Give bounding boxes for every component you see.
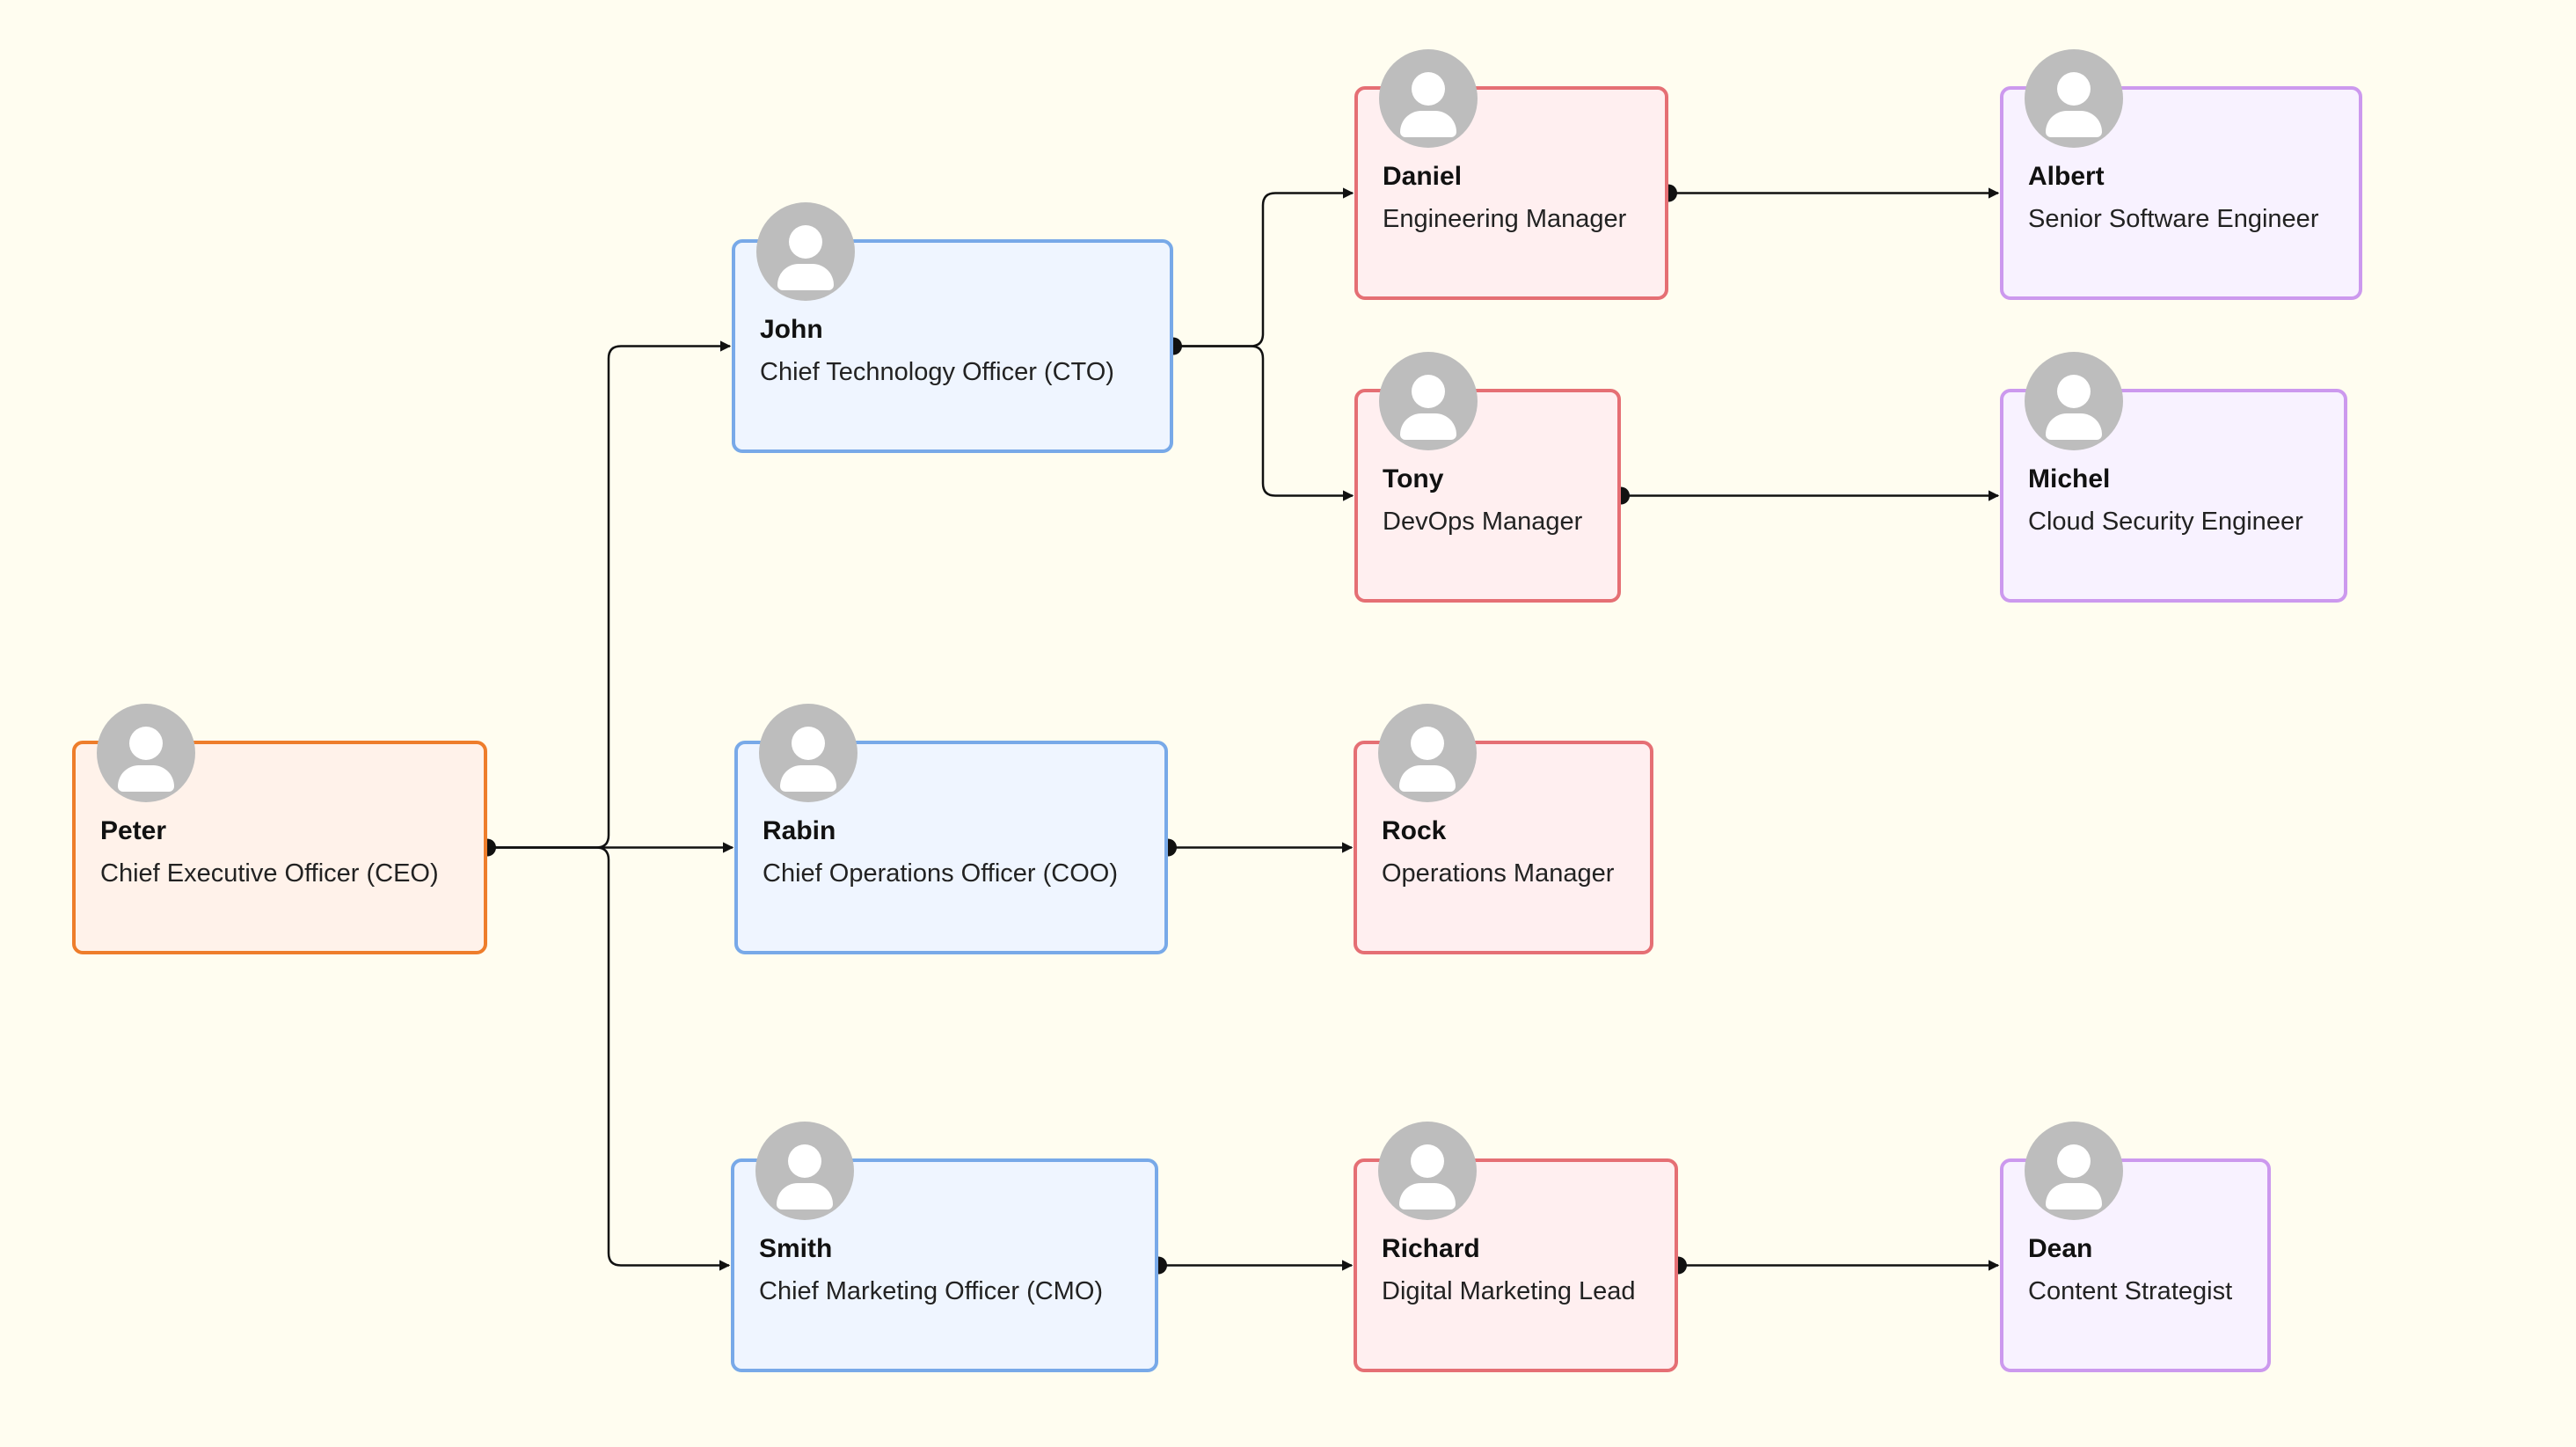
node-role: Engineering Manager: [1383, 205, 1627, 233]
person-icon: [1378, 704, 1477, 802]
person-icon: [759, 704, 857, 802]
person-icon: [2025, 352, 2123, 450]
person-icon: [755, 1122, 854, 1220]
person-icon: [2025, 49, 2123, 148]
node-role: Senior Software Engineer: [2028, 205, 2319, 233]
person-icon: [97, 704, 195, 802]
node-name: Michel: [2028, 464, 2111, 493]
person-icon: [756, 202, 855, 301]
node-role: DevOps Manager: [1383, 508, 1583, 536]
person-icon: [2025, 1122, 2123, 1220]
node-name: Rabin: [763, 816, 836, 845]
node-name: Dean: [2028, 1234, 2093, 1263]
node-role: Cloud Security Engineer: [2028, 508, 2303, 536]
node-role: Chief Executive Officer (CEO): [100, 859, 439, 888]
node-role: Content Strategist: [2028, 1277, 2233, 1305]
node-role: Digital Marketing Lead: [1382, 1277, 1636, 1305]
edge-john-tony: [1173, 345, 1354, 501]
edge-john-daniel: [1173, 187, 1354, 347]
node-name: Richard: [1382, 1234, 1480, 1263]
node-name: Smith: [759, 1234, 833, 1263]
person-icon: [1378, 1122, 1477, 1220]
node-name: Tony: [1383, 464, 1444, 493]
node-role: Chief Operations Officer (COO): [763, 859, 1118, 888]
node-name: Albert: [2028, 162, 2105, 191]
node-name: John: [760, 315, 823, 344]
person-icon: [1379, 352, 1478, 450]
edge-peter-smith: [487, 846, 731, 1271]
person-icon: [1379, 49, 1478, 148]
node-role: Chief Technology Officer (CTO): [760, 358, 1114, 386]
edge-peter-john: [487, 340, 732, 849]
node-name: Rock: [1382, 816, 1447, 845]
node-role: Operations Manager: [1382, 859, 1615, 888]
node-role: Chief Marketing Officer (CMO): [759, 1277, 1104, 1305]
node-name: Daniel: [1383, 162, 1463, 191]
node-name: Peter: [100, 816, 167, 845]
